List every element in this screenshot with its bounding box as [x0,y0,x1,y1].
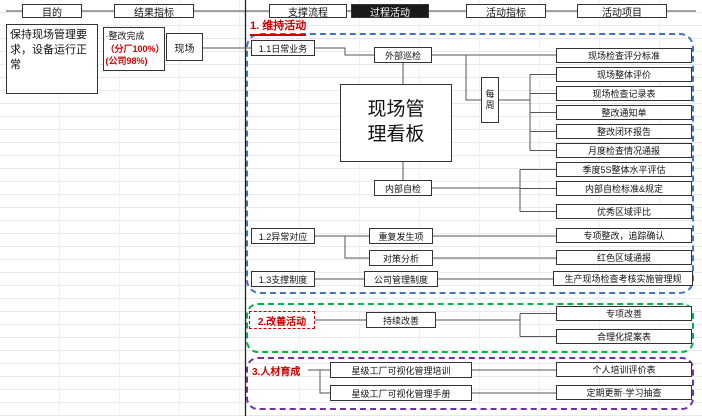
header-cell-activity-indicators: 活动指标 [466,4,546,19]
kanban-box[interactable]: 现场管理看板 [340,84,452,162]
abnormal-output-box[interactable]: 专项整改，追踪确认 [556,228,692,243]
section-maintain-title: 1. 维持活动 [250,17,307,36]
daily-output-box[interactable]: 优秀区域评比 [556,204,692,219]
site-box[interactable]: 现场 [166,33,203,61]
continuous-improvement-box[interactable]: 持续改善 [366,312,436,328]
daily-output-box[interactable]: 现场整体评价 [556,67,692,82]
header-cell-support-process: 支撑流程 [269,4,347,19]
talent-output-box[interactable]: 定期更新·学习抽查 [556,385,692,400]
visual-management-manual-box[interactable]: 星级工厂可视化管理手册 [330,385,472,401]
section-talent-region [246,357,694,410]
daily-output-box[interactable]: 季度5S整体水平评估 [556,162,692,177]
daily-output-box[interactable]: 内部自检标准&规定 [556,181,692,196]
section-improve-title: 2.改善活动 [249,311,315,329]
header-cell-purpose: 目的 [22,4,82,19]
result-indicator-line2: （分厂100%） [105,43,165,54]
external-inspection-box[interactable]: 外部巡检 [374,47,432,63]
daily-output-box[interactable]: 整改通知单 [556,105,692,120]
improve-output-box[interactable]: 专项改善 [556,306,692,321]
countermeasure-analysis-box[interactable]: 对策分析 [369,250,433,266]
repeat-item-box[interactable]: 重复发生项 [369,228,433,244]
header-cell-process-activity: 过程活动 [351,4,429,19]
internal-inspection-box[interactable]: 内部自检 [374,180,432,196]
section-maintain-region [246,33,694,294]
daily-business-box[interactable]: 1.1日常业务 [251,40,315,56]
improve-output-box[interactable]: 合理化提案表 [556,329,692,344]
talent-output-box[interactable]: 个人培训评价表 [556,362,692,377]
support-system-box[interactable]: 1.3支撑制度 [251,271,315,287]
result-indicator-box[interactable]: ·整改完成 （分厂100%） (公司98%) [104,30,165,68]
daily-output-box[interactable]: 月度检查情况通报 [556,143,692,158]
daily-output-box[interactable]: 现场检查评分标准 [556,48,692,63]
daily-output-box[interactable]: 整改闭环报告 [556,124,692,139]
abnormal-response-box[interactable]: 1.2异常对应 [251,228,315,244]
support-output-box[interactable]: 生产现场检查考核实施管理规 [553,271,693,286]
company-system-box[interactable]: 公司管理制度 [364,271,438,287]
weekly-box[interactable]: 每周 [481,77,499,123]
section-talent-title: 3.人材育成 [252,367,301,378]
purpose-box[interactable]: 保持现场管理要求，设备运行正常 [6,24,98,94]
header-cell-activity-items: 活动项目 [577,4,667,19]
section-improve-region [246,303,694,353]
daily-output-box[interactable]: 现场检查记录表 [556,86,692,101]
visual-management-training-box[interactable]: 星级工厂可视化管理培训 [330,362,472,378]
abnormal-output-box[interactable]: 红色区域通报 [556,250,692,265]
kanban-label: 现场管理看板 [367,99,425,145]
header-cell-result-indicators: 结果指标 [114,4,194,19]
result-indicator-line3: (公司98%) [105,56,148,67]
result-indicator-line1: ·整改完成 [105,31,145,42]
